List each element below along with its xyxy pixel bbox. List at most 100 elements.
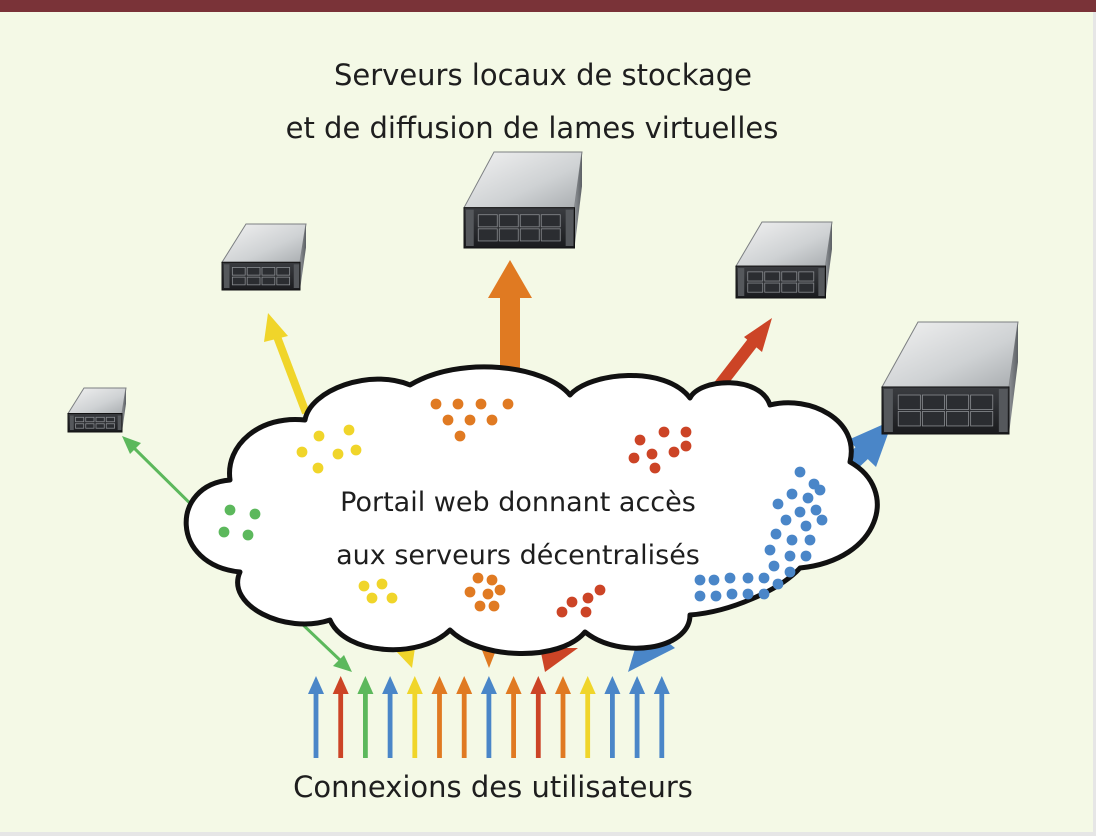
user-connection-arrow	[579, 676, 596, 758]
cluster-dot	[430, 398, 442, 410]
user-connection-arrow	[530, 676, 547, 758]
cluster-dot	[442, 414, 454, 426]
cluster-dot	[768, 560, 780, 572]
frame	[0, 12, 1096, 836]
user-connection-arrow	[505, 676, 522, 758]
cluster-dot	[814, 484, 826, 496]
cluster-dot	[694, 574, 706, 586]
cluster-dot	[694, 590, 706, 602]
user-connection-arrow	[382, 676, 399, 758]
cluster-dot	[454, 430, 466, 442]
cluster-dot	[582, 592, 594, 604]
cluster-dot	[710, 590, 722, 602]
user-connection-arrow	[555, 676, 571, 758]
cluster-dot	[224, 504, 236, 516]
bottom-label: Connexions des utilisateurs	[293, 770, 693, 804]
cluster-dot	[312, 462, 324, 474]
cluster-dot	[366, 592, 378, 604]
user-connection-arrow	[480, 676, 497, 758]
cluster-dot	[764, 544, 776, 556]
cluster-dot	[680, 440, 692, 452]
cluster-dot	[649, 462, 661, 474]
cluster-dot	[313, 430, 325, 442]
cluster-dot	[786, 488, 798, 500]
cluster-dot	[758, 588, 770, 600]
cluster-dot	[726, 588, 738, 600]
cluster-dot	[464, 586, 476, 598]
cluster-dot	[628, 452, 640, 464]
user-connection-arrow	[308, 676, 324, 758]
cluster-dot	[786, 534, 798, 546]
cloud-line-2: aux serveurs décentralisés	[336, 540, 700, 571]
cluster-dot	[486, 414, 498, 426]
rack-server-icon-right	[735, 221, 833, 299]
user-connection-arrow	[629, 676, 646, 758]
servers	[67, 151, 1019, 435]
cluster-dot	[772, 498, 784, 510]
cluster-dot	[742, 572, 754, 584]
rack-server-icon-left	[221, 223, 307, 291]
cluster-dot	[482, 588, 494, 600]
rack-server-icon-small-left	[67, 387, 127, 433]
cloud-line-1: Portail web donnant accès	[340, 487, 696, 518]
rack-server-icon-large-right	[881, 321, 1019, 435]
user-connection-arrow	[653, 676, 670, 758]
cluster-dot	[800, 550, 812, 562]
cluster-dot	[816, 514, 828, 526]
title-line-2: et de diffusion de lames virtuelles	[286, 111, 779, 145]
user-connection-arrow	[456, 676, 473, 758]
cluster-dot	[580, 606, 592, 618]
cluster-dot	[296, 446, 308, 458]
cluster-dot	[646, 448, 658, 460]
cluster-dot	[242, 529, 254, 541]
cluster-dot	[594, 584, 606, 596]
cluster-dot	[502, 398, 514, 410]
user-connection-arrow	[357, 676, 374, 758]
cluster-dot	[343, 424, 355, 436]
cluster-dot	[566, 596, 578, 608]
user-connection-arrow	[332, 676, 349, 758]
cluster-dot	[708, 574, 720, 586]
cluster-dot	[218, 526, 230, 538]
cluster-dot	[488, 600, 500, 612]
user-connection-arrow	[431, 676, 448, 758]
user-connection-arrow	[604, 676, 621, 758]
cluster-dot	[794, 506, 806, 518]
cluster-dot	[358, 580, 370, 592]
cluster-dot	[494, 584, 506, 596]
title-line-1: Serveurs locaux de stockage	[334, 58, 752, 92]
cluster-dot	[464, 414, 476, 426]
cluster-dot	[772, 578, 784, 590]
dot-clusters	[218, 398, 828, 618]
cluster-dot	[475, 398, 487, 410]
cluster-dot	[784, 566, 796, 578]
user-connection-arrows	[308, 676, 670, 758]
cluster-dot	[668, 446, 680, 458]
cluster-dot	[802, 492, 814, 504]
cluster-dot	[810, 504, 822, 516]
cluster-dot	[658, 426, 670, 438]
cluster-dot	[758, 572, 770, 584]
cluster-dot	[452, 398, 464, 410]
cluster-dot	[472, 572, 484, 584]
cluster-dot	[794, 466, 806, 478]
cluster-dot	[742, 588, 754, 600]
cluster-dot	[780, 514, 792, 526]
cluster-dot	[386, 592, 398, 604]
cluster-dot	[800, 520, 812, 532]
cluster-dot	[556, 606, 568, 618]
cluster-dot	[350, 444, 362, 456]
cluster-dot	[804, 534, 816, 546]
cluster-dot	[486, 574, 498, 586]
cluster-dot	[784, 550, 796, 562]
cluster-dot	[634, 434, 646, 446]
cluster-dot	[474, 600, 486, 612]
cluster-dot	[332, 448, 344, 460]
cluster-dot	[724, 572, 736, 584]
top-bar	[0, 0, 1096, 12]
cluster-dot	[249, 508, 261, 520]
rack-server-icon-center	[463, 151, 583, 249]
user-connection-arrow	[406, 676, 423, 758]
cluster-dot	[376, 578, 388, 590]
